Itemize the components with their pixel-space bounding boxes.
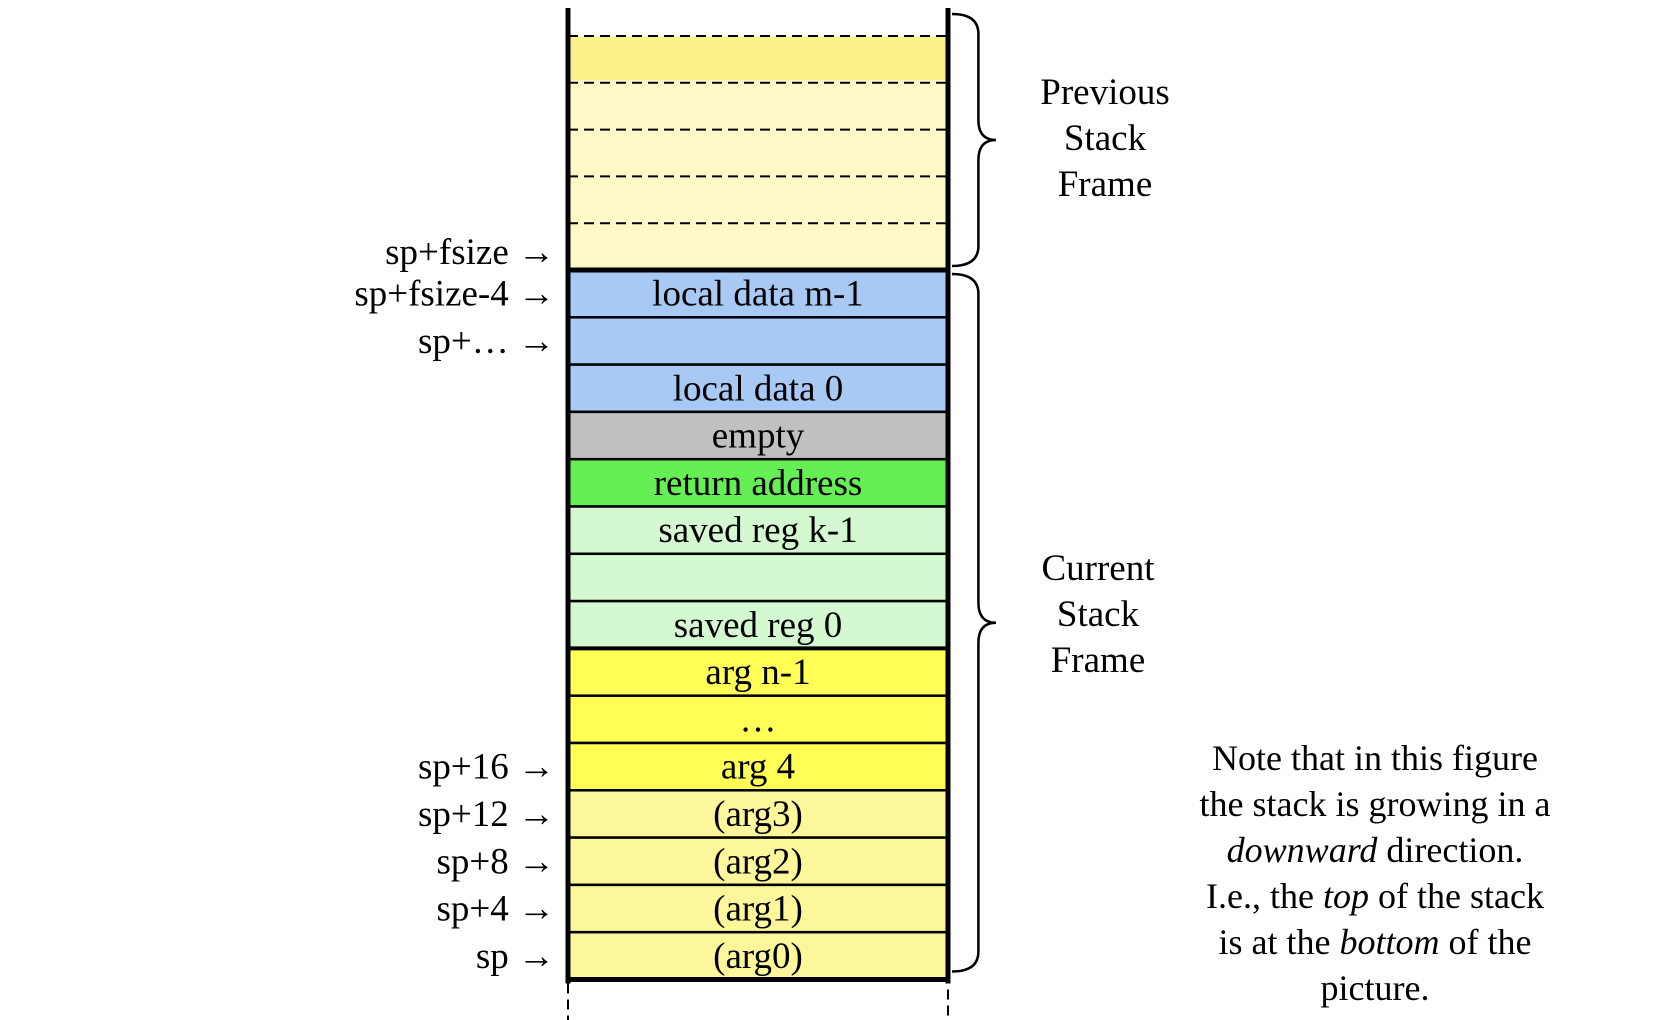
- note-line-1: Note that in this figure: [1212, 738, 1538, 778]
- note-line-3: downward direction.: [1150, 827, 1600, 873]
- stack-cell-label: local data 0: [673, 368, 844, 409]
- pointer-label: sp →: [476, 936, 555, 977]
- pointer-labels: sp+fsize →sp+fsize-4 → sp+… → sp+16 → sp+12…: [354, 232, 555, 977]
- note-line-5: is at the bottom of the: [1150, 919, 1600, 965]
- note-emphasis-downward: downward: [1226, 830, 1378, 870]
- growth-direction-note: Note that in this figure the stack is gr…: [1150, 735, 1600, 1011]
- previous-frame-label: Stack: [1064, 118, 1147, 159]
- stack-cell-label: empty: [712, 416, 805, 457]
- note-line-4-pre: I.e., the: [1206, 876, 1323, 916]
- pointer-label: sp+8 →: [436, 841, 555, 882]
- pointer-label: sp+16 →: [418, 747, 555, 788]
- stack-walls: [565, 8, 951, 1020]
- frame-brace: [951, 12, 997, 268]
- current-stack-frame-cells: local data m-1 local data 0 empty return ad…: [566, 268, 950, 981]
- note-line-6: picture.: [1320, 968, 1430, 1008]
- note-line-3-rest: direction.: [1377, 830, 1524, 870]
- previous-frame-top-band: [568, 36, 948, 80]
- frame-brace: [951, 272, 997, 973]
- stack-cell: [566, 316, 950, 366]
- stack-cell-label: arg 4: [721, 747, 795, 788]
- stack-cell: [566, 883, 950, 934]
- stack-cell-label: …: [740, 699, 777, 740]
- previous-frame-label: Frame: [1058, 164, 1153, 205]
- pointer-label: sp+4 →: [436, 889, 555, 930]
- next-frame-dashed-box: [567, 983, 949, 1020]
- stack-cell-label: arg n-1: [705, 652, 810, 693]
- previous-frame-label: Previous: [1040, 72, 1170, 113]
- note-emphasis-bottom: bottom: [1339, 922, 1440, 962]
- stack-cell-label: (arg2): [713, 841, 803, 882]
- pointer-label: sp+fsize-4 →: [354, 274, 555, 315]
- note-line-5-pre: is at the: [1218, 922, 1340, 962]
- note-line-4-post: of the stack: [1369, 876, 1544, 916]
- note-line-2: the stack is growing in a: [1199, 784, 1551, 824]
- stack-cell: [566, 410, 950, 461]
- stack-cell-label: (arg1): [713, 889, 803, 930]
- stack-cell: [566, 552, 950, 603]
- stack-cell: [566, 599, 950, 650]
- stack-cell: [566, 647, 950, 697]
- stack-cell-label: (arg3): [713, 794, 803, 835]
- pointer-label: sp+12 →: [418, 794, 555, 835]
- stack-cell-label: local data m-1: [652, 274, 864, 315]
- current-frame-label: Current: [1041, 548, 1155, 589]
- previous-stack-frame: [568, 35, 948, 270]
- pointer-label: sp+fsize →: [385, 232, 555, 273]
- current-frame-label: Stack: [1057, 594, 1140, 635]
- stack-cell-label: saved reg 0: [674, 605, 843, 646]
- stack-cell-label: saved reg k-1: [658, 510, 857, 551]
- stack-cell: [566, 930, 950, 981]
- pointer-label: sp+… →: [418, 321, 555, 362]
- note-emphasis-top: top: [1323, 876, 1370, 916]
- current-frame-label: Frame: [1051, 640, 1146, 681]
- note-line-4: I.e., the top of the stack: [1150, 873, 1600, 919]
- note-line-5-post: of the: [1439, 922, 1532, 962]
- stack-cell-label: (arg0): [713, 936, 803, 977]
- stack-cell-label: return address: [654, 463, 863, 504]
